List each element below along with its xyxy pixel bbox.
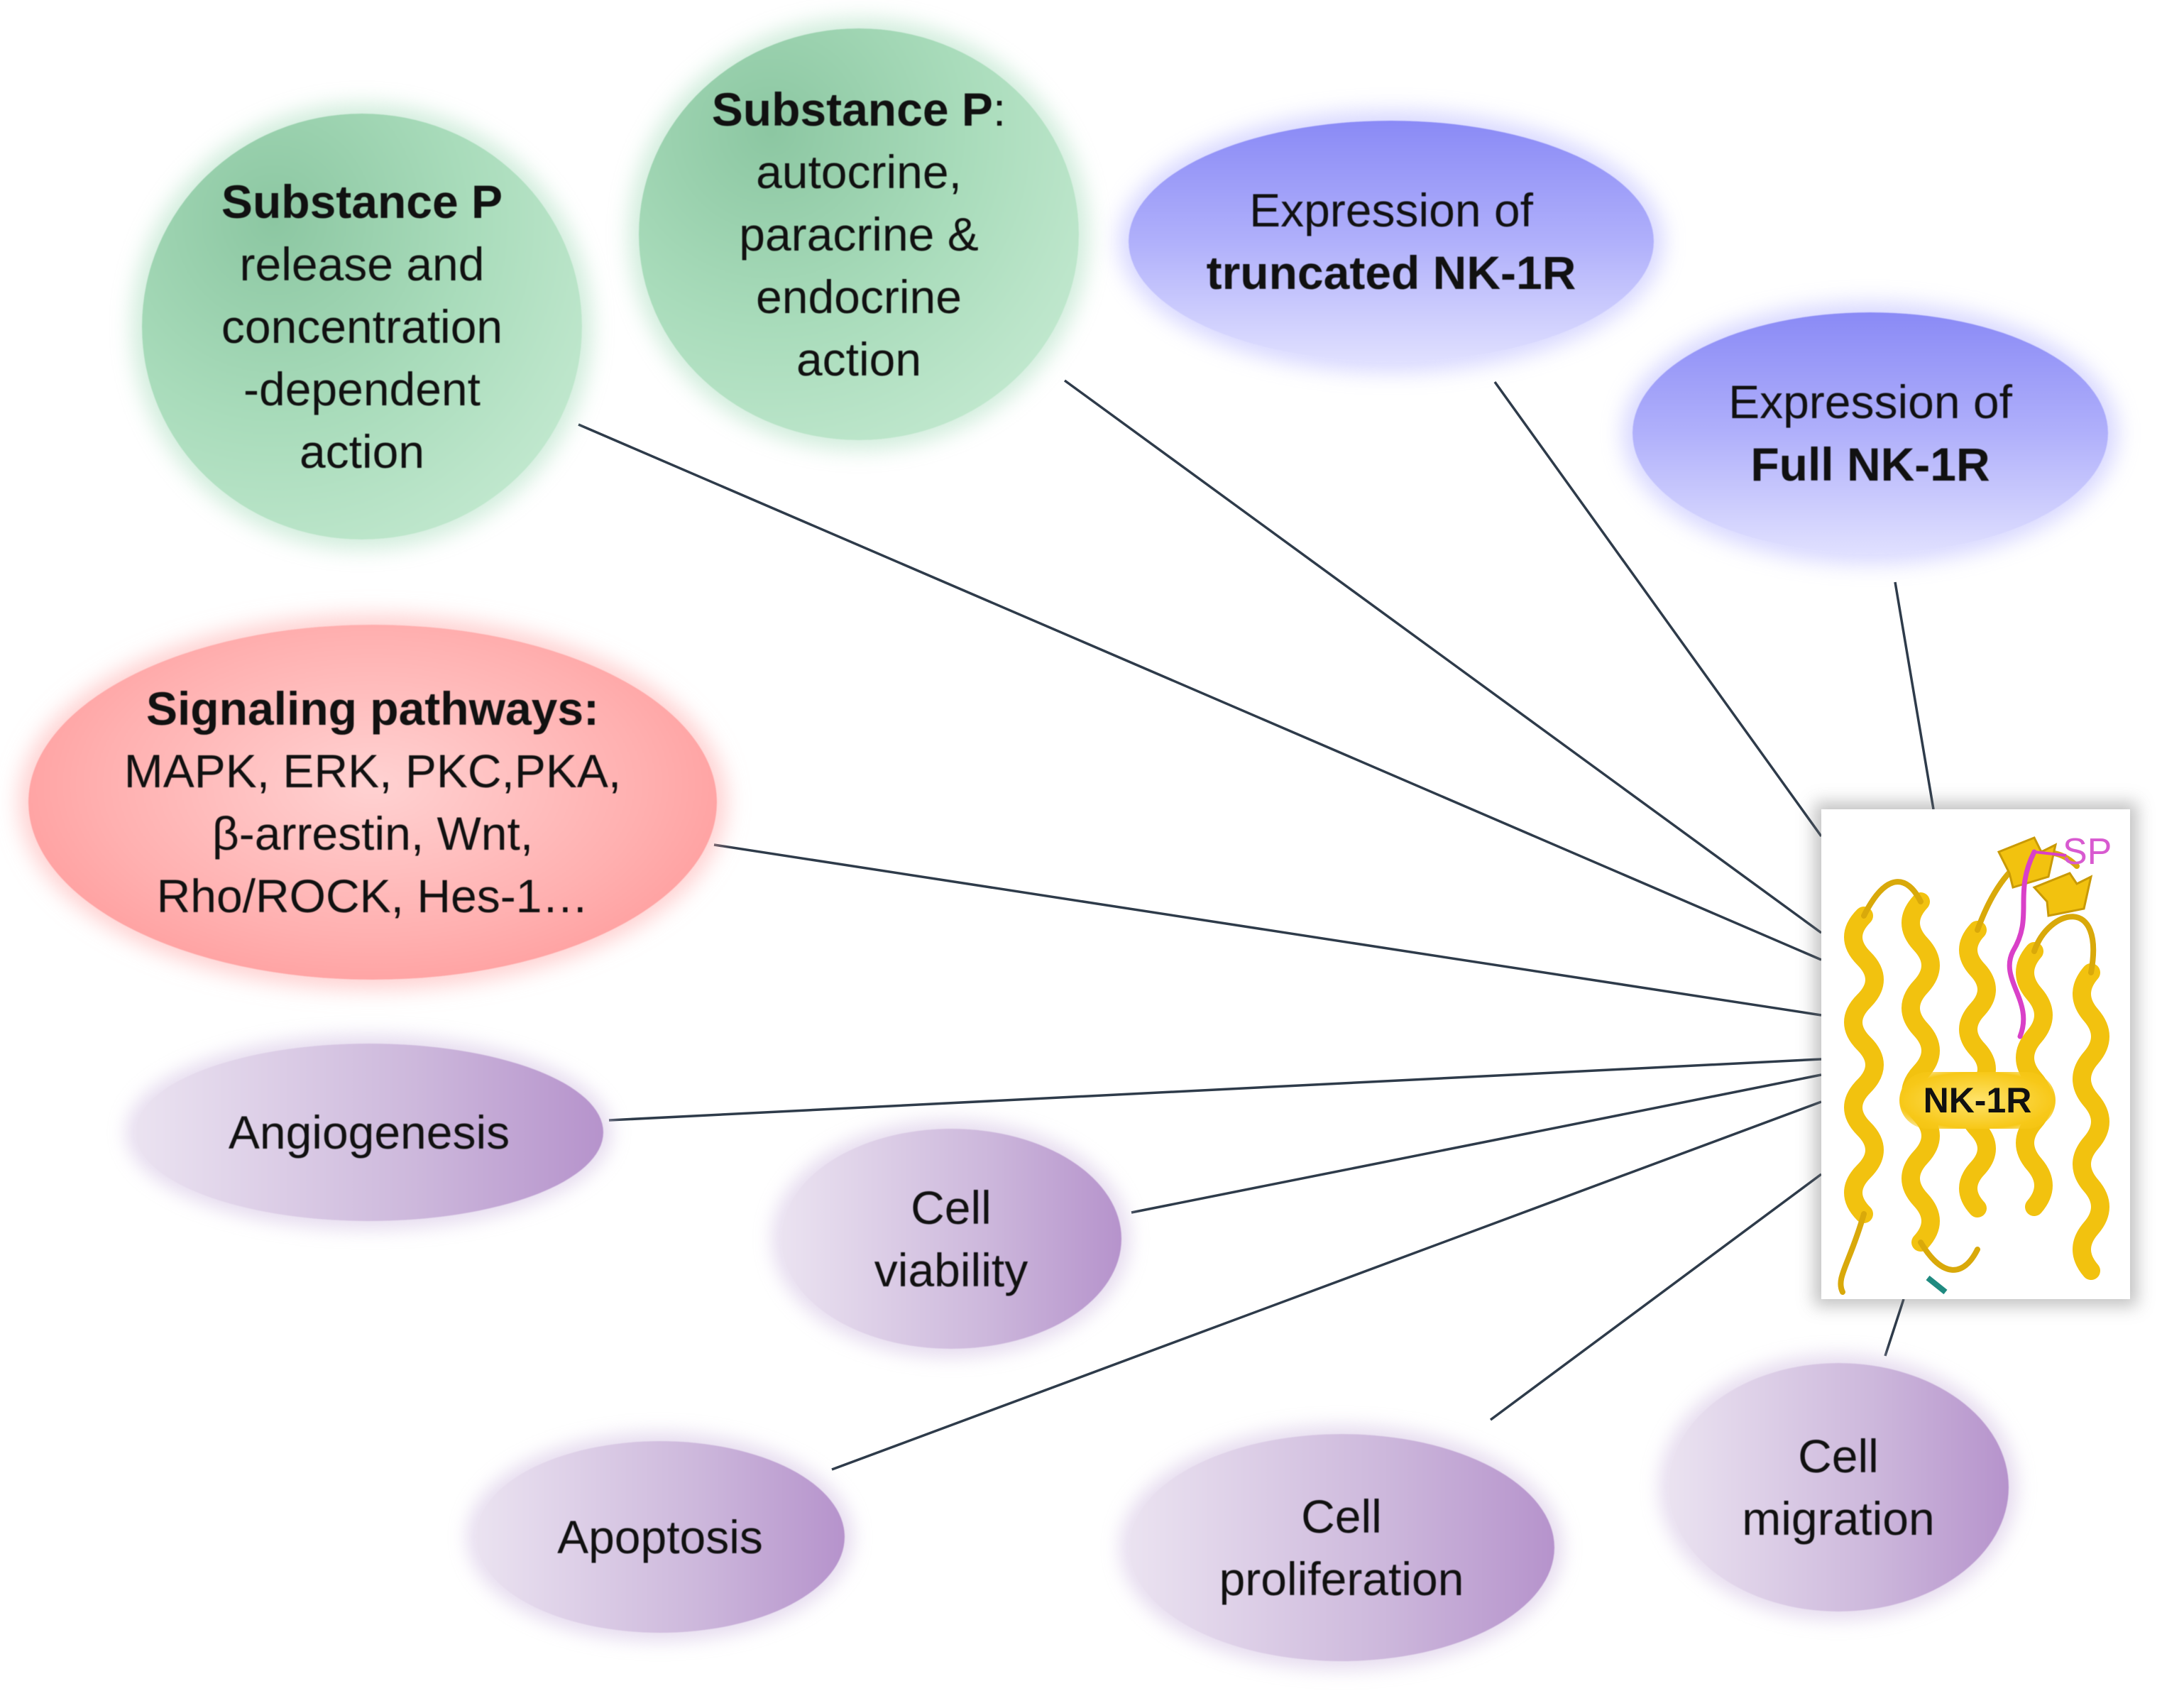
node-signaling-line-1: MAPK, ERK, PKC,PKA, xyxy=(124,745,622,797)
beta-strand-2 xyxy=(2032,872,2093,917)
node-cell-migration: Cell migration xyxy=(1668,1363,2009,1611)
node-full-nk1r: Expression of Full NK-1R xyxy=(1632,312,2108,554)
connector-sp-action xyxy=(1063,379,1823,934)
sp-label-leader xyxy=(2034,850,2067,857)
connector-viability xyxy=(1131,1073,1822,1214)
node-substance-p-action-line-1: autocrine, xyxy=(756,146,962,198)
helix-1 xyxy=(1844,907,1884,1223)
node-substance-p-release-title: Substance P xyxy=(221,175,503,228)
node-cell-proliferation-line-1: Cell xyxy=(1301,1490,1382,1543)
connector-signaling xyxy=(713,843,1822,1017)
node-signaling-pathways: Signaling pathways: MAPK, ERK, PKC,PKA, … xyxy=(28,625,717,980)
node-substance-p-action-line-2: paracrine & xyxy=(739,208,979,261)
node-signaling-line-2: β-arrestin, Wnt, xyxy=(212,807,534,860)
node-cell-migration-line-1: Cell xyxy=(1798,1430,1879,1482)
helix-2 xyxy=(1902,892,1940,1252)
nk1r-ribbon-illustration xyxy=(1838,836,2109,1295)
sp-ligand-chain xyxy=(2007,849,2037,1039)
node-cell-migration-line-2: migration xyxy=(1742,1492,1935,1545)
loop-bottom-2 xyxy=(1918,1239,1980,1273)
node-full-nk1r-title: Full NK-1R xyxy=(1750,438,1990,491)
node-cell-viability: Cell viability xyxy=(781,1129,1121,1349)
node-truncated-nk1r-title: truncated NK-1R xyxy=(1206,246,1576,299)
node-signaling-title: Signaling pathways: xyxy=(146,682,600,735)
node-substance-p-action-line-4: action xyxy=(796,333,922,385)
connector-migration xyxy=(1884,1298,1905,1357)
node-signaling-line-3: Rho/ROCK, Hes-1… xyxy=(156,870,589,922)
loop-top-1 xyxy=(1861,879,1924,919)
node-substance-p-release: Substance P release and concentration -d… xyxy=(142,114,582,540)
node-substance-p-release-line-2: concentration xyxy=(221,300,503,353)
node-substance-p-action-title: Substance P: xyxy=(712,78,1006,141)
node-substance-p-action-title-colon: : xyxy=(992,83,1006,136)
connector-truncated xyxy=(1493,381,1823,838)
node-substance-p-release-line-3: -dependent xyxy=(243,363,481,415)
connector-full xyxy=(1894,581,1935,810)
node-substance-p-action-title-bold: Substance P xyxy=(711,83,993,136)
nk1r-receptor-label: NK-1R xyxy=(1899,1072,2056,1129)
connector-sp-release xyxy=(578,423,1822,961)
node-truncated-nk1r-line-1: Expression of xyxy=(1249,184,1533,236)
node-apoptosis: Apoptosis xyxy=(476,1441,845,1633)
node-substance-p-release-line-4: action xyxy=(299,425,425,478)
helix-3 xyxy=(1959,921,1996,1217)
teal-fragment xyxy=(1926,1275,1948,1295)
node-cell-proliferation-line-2: proliferation xyxy=(1219,1553,1464,1605)
connector-apoptosis xyxy=(831,1100,1822,1471)
node-substance-p-release-line-1: release and xyxy=(239,238,485,290)
node-full-nk1r-line-1: Expression of xyxy=(1728,376,2012,428)
node-angiogenesis-label: Angiogenesis xyxy=(228,1106,510,1159)
sp-ligand-label: SP xyxy=(2063,831,2112,872)
node-angiogenesis: Angiogenesis xyxy=(135,1044,603,1221)
helix-5 xyxy=(2073,963,2109,1280)
connector-angiogenesis xyxy=(608,1058,1822,1122)
node-cell-proliferation: Cell proliferation xyxy=(1129,1434,1554,1661)
loop-bottom-1 xyxy=(1838,1211,1867,1295)
loop-top-3 xyxy=(2031,914,2097,975)
node-truncated-nk1r: Expression of truncated NK-1R xyxy=(1129,121,1654,362)
node-substance-p-action-line-3: endocrine xyxy=(756,270,962,323)
node-apoptosis-label: Apoptosis xyxy=(557,1511,763,1563)
node-substance-p-action: Substance P: autocrine, paracrine & endo… xyxy=(639,28,1079,440)
connector-proliferation xyxy=(1489,1173,1823,1421)
nk1r-structure-panel: SP NK-1R xyxy=(1821,809,2130,1299)
node-cell-viability-line-2: viability xyxy=(874,1244,1028,1296)
node-cell-viability-line-1: Cell xyxy=(911,1181,992,1234)
